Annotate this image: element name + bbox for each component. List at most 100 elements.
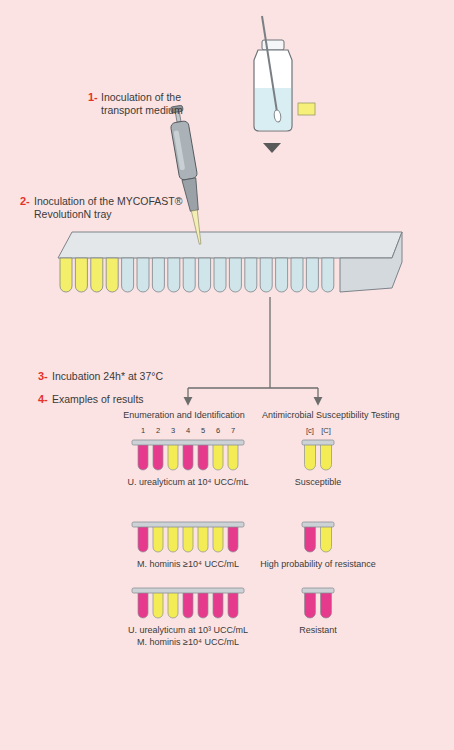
tray-well: [306, 258, 318, 292]
well-number: 6: [216, 426, 220, 435]
step-number-holder: 4-: [38, 393, 48, 407]
result-tube: [138, 592, 148, 618]
step-text: Inoculation of the MYCOFAST® RevolutionN…: [34, 195, 186, 221]
tray-well: [245, 258, 257, 292]
pipette: [167, 105, 209, 246]
ast-result-label-holder: High probability of resistance: [260, 559, 376, 570]
result-tube: [183, 592, 193, 618]
result-tube: [138, 526, 148, 552]
step-number: 1-: [88, 91, 98, 105]
result-label-holder: U. urealyticum at 10³ UCC/mL: [128, 625, 248, 636]
result-label-holder: U. urealyticum at 10⁴ UCC/mL: [128, 477, 249, 488]
well-number: 2: [156, 426, 160, 435]
result-label: U. urealyticum at 10³ UCC/mL: [128, 625, 248, 636]
ast-tube: [305, 592, 316, 618]
result-tube: [228, 444, 238, 470]
rack-bar: [132, 522, 244, 527]
step-text-holder: Examples of results: [52, 393, 144, 406]
result-tube: [168, 592, 178, 618]
tray-well: [214, 258, 226, 292]
rack-bar: [302, 522, 334, 527]
rack-bar: [302, 440, 334, 445]
rack-bar: [302, 588, 334, 593]
well-number: 5: [201, 426, 205, 435]
tray-well: [229, 258, 241, 292]
result-tube: [168, 444, 178, 470]
result-tube: [198, 592, 208, 618]
tray-well: [199, 258, 211, 292]
column-header-holder: Antimicrobial Susceptibility Testing: [262, 410, 399, 421]
ast-result-label-holder: Susceptible: [295, 477, 342, 488]
result-tube: [153, 526, 163, 552]
step-text: Examples of results: [52, 393, 144, 406]
column-header: Enumeration and Identification: [123, 410, 245, 421]
result-tube: [183, 526, 193, 552]
transport-vial: [254, 16, 292, 131]
step-text-holder: Inoculation of the transport medium: [101, 91, 199, 117]
step-number: 2-: [20, 195, 30, 209]
tray-well: [75, 258, 87, 292]
well-number-holder: 1: [141, 426, 145, 435]
mycofast-tray: [58, 232, 402, 292]
result-label-holder: M. hominis ≥10⁴ UCC/mL: [137, 637, 239, 648]
step-number-holder: 1-: [88, 91, 98, 105]
ast-tube: [321, 526, 332, 552]
step-number: 3-: [38, 370, 48, 384]
result-tube: [183, 444, 193, 470]
ast-result-label: Resistant: [299, 625, 337, 636]
tray-well: [91, 258, 103, 292]
ast-tube: [321, 444, 332, 470]
step-text-holder: Incubation 24h* at 37°C: [52, 370, 163, 383]
rack-bar: [132, 440, 244, 445]
step-text: Incubation 24h* at 37°C: [52, 370, 163, 383]
result-tube: [228, 592, 238, 618]
yellow-reagent: [298, 103, 315, 115]
step-text-holder: Inoculation of the MYCOFAST® RevolutionN…: [34, 195, 186, 221]
concentration-label: [C]: [321, 426, 331, 435]
tray-well: [322, 258, 334, 292]
tray-well: [260, 258, 272, 292]
result-label: M. hominis ≥10⁴ UCC/mL: [137, 637, 239, 648]
result-tube: [213, 444, 223, 470]
step-text: Inoculation of the transport medium: [101, 91, 199, 117]
result-label: M. hominis ≥10⁴ UCC/mL: [137, 559, 239, 570]
step-number: 4-: [38, 393, 48, 407]
result-tube: [228, 526, 238, 552]
well-number: 3: [171, 426, 175, 435]
concentration-label-holder: [C]: [321, 426, 331, 435]
column-header: Antimicrobial Susceptibility Testing: [262, 410, 399, 421]
tube-rack: [132, 522, 334, 552]
result-tube: [213, 592, 223, 618]
result-label: U. urealyticum at 10⁴ UCC/mL: [128, 477, 249, 488]
tray-well: [137, 258, 149, 292]
down-arrow: [263, 143, 281, 153]
tray-well: [106, 258, 118, 292]
result-tube: [198, 444, 208, 470]
ast-result-label-holder: Resistant: [299, 625, 337, 636]
well-number-holder: 5: [201, 426, 205, 435]
tray-well: [122, 258, 134, 292]
tray-well: [183, 258, 195, 292]
result-tube: [138, 444, 148, 470]
result-tube: [213, 526, 223, 552]
tray-well: [291, 258, 303, 292]
result-tube: [153, 444, 163, 470]
result-tube: [168, 526, 178, 552]
tray-well: [168, 258, 180, 292]
well-number-holder: 2: [156, 426, 160, 435]
tube-rack: [132, 440, 334, 470]
result-tube: [153, 592, 163, 618]
result-tube: [198, 526, 208, 552]
well-number: 7: [231, 426, 235, 435]
tray-well: [152, 258, 164, 292]
concentration-label: [c]: [306, 426, 314, 435]
result-label-holder: M. hominis ≥10⁴ UCC/mL: [137, 559, 239, 570]
well-number-holder: 7: [231, 426, 235, 435]
well-number-holder: 6: [216, 426, 220, 435]
rack-bar: [132, 588, 244, 593]
well-number-holder: 3: [171, 426, 175, 435]
well-number: 1: [141, 426, 145, 435]
concentration-label-holder: [c]: [306, 426, 314, 435]
tube-rack: [132, 588, 334, 618]
ast-result-label: High probability of resistance: [260, 559, 376, 570]
